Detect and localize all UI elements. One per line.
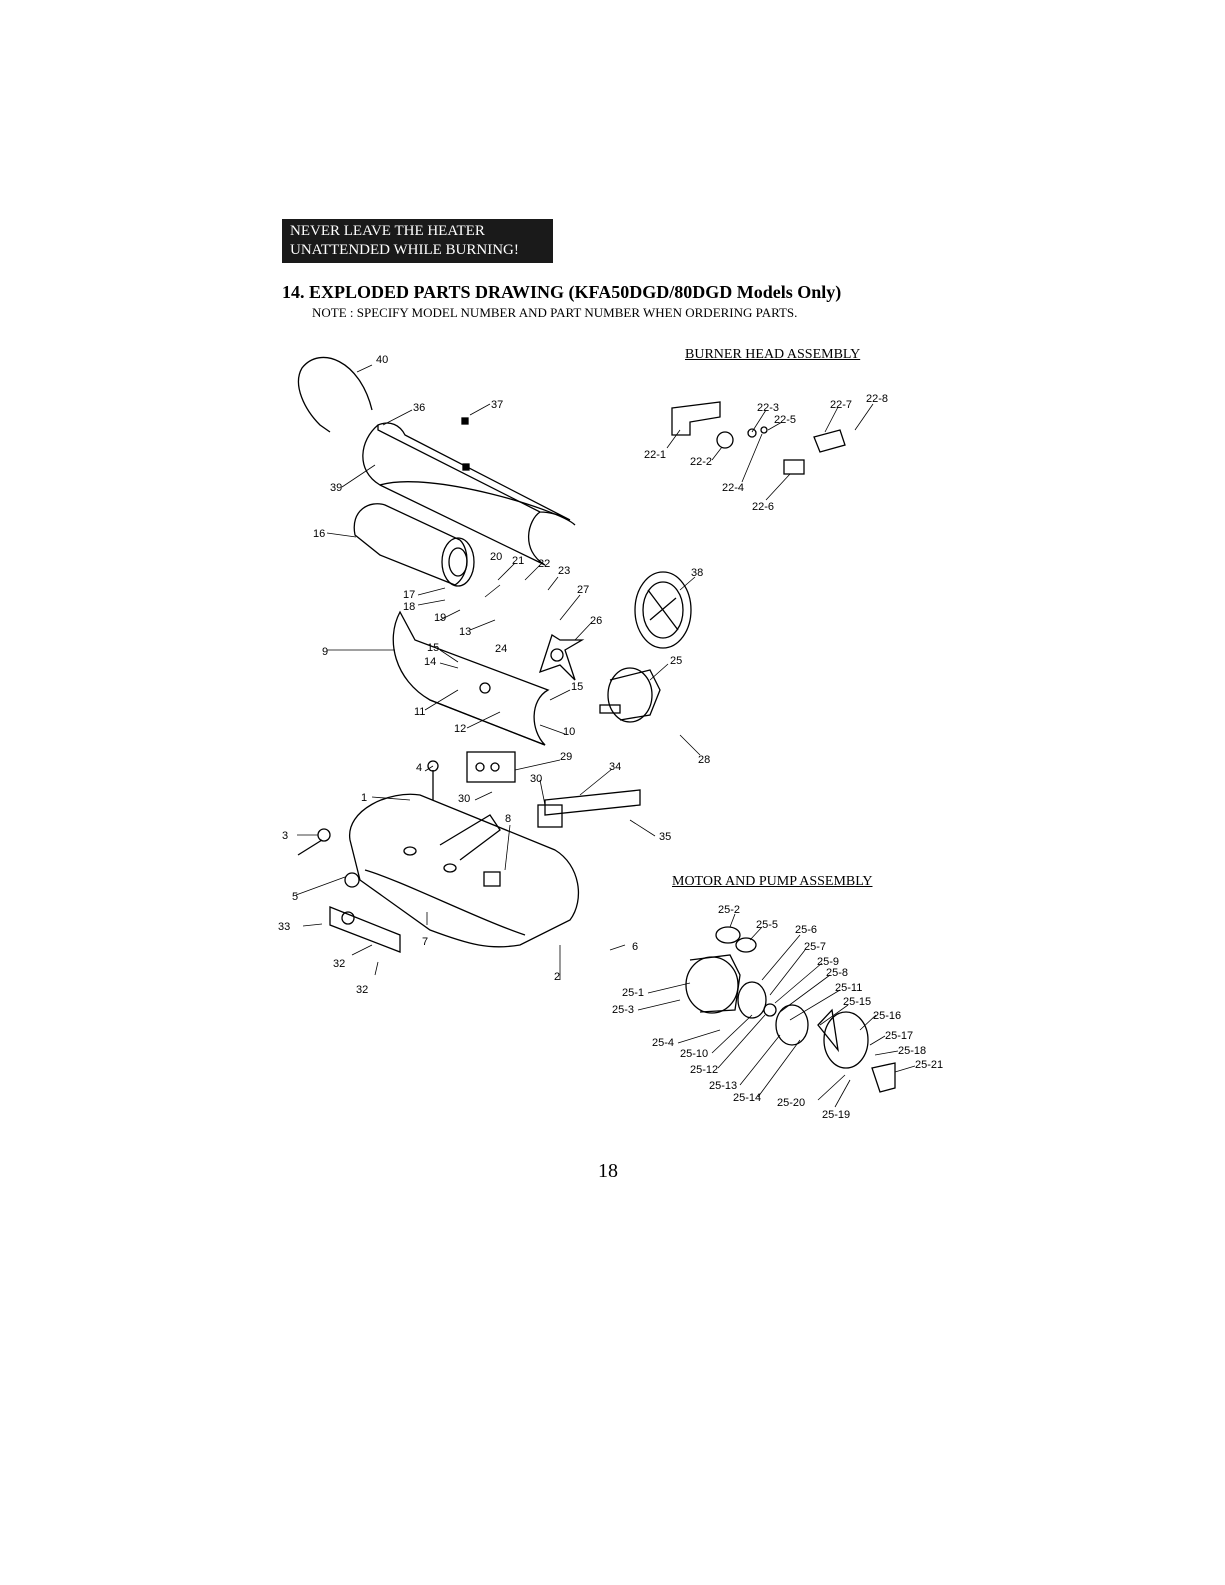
callout-36: 35 xyxy=(659,831,671,843)
callout-22-3: 22-3 xyxy=(757,402,779,414)
motor-pump-assembly-title: MOTOR AND PUMP ASSEMBLY xyxy=(672,874,873,889)
callout-19: 19 xyxy=(434,612,446,624)
callout-21: 21 xyxy=(512,555,524,567)
motor-pump-callout-numbers: 25-2 25-5 25-6 25-7 25-9 25-8 25-1 25-11… xyxy=(612,904,943,1121)
callout-7: 7 xyxy=(422,936,428,948)
callout-25-6: 25-6 xyxy=(795,924,817,936)
callout-41: 40 xyxy=(376,354,388,366)
callout-25-19: 25-19 xyxy=(822,1109,850,1121)
callout-25-11: 25-11 xyxy=(835,982,862,994)
callout-15a: 15 xyxy=(427,642,439,654)
callout-1: 1 xyxy=(361,792,367,804)
callout-22: 22 xyxy=(538,558,550,570)
callout-25-5: 25-5 xyxy=(756,919,778,931)
page-number: 18 xyxy=(598,1160,618,1182)
callout-14: 14 xyxy=(424,656,436,668)
callout-25-4: 25-4 xyxy=(652,1037,674,1049)
callout-37: 36 xyxy=(413,402,425,414)
callout-labels xyxy=(295,364,916,1108)
callout-10: 10 xyxy=(563,726,575,738)
callout-3: 3 xyxy=(282,830,288,842)
callout-25-14: 25-14 xyxy=(733,1092,761,1104)
warning-line-1: NEVER LEAVE THE HEATER xyxy=(290,223,485,239)
callout-12: 12 xyxy=(454,723,466,735)
callout-25-10: 25-10 xyxy=(680,1048,708,1060)
callout-38: 37 xyxy=(491,399,503,411)
callout-23: 23 xyxy=(558,565,570,577)
callout-5: 5 xyxy=(292,891,298,903)
callout-35: 34 xyxy=(609,761,621,773)
callout-25-15: 25-15 xyxy=(843,996,871,1008)
callout-25-2: 25-2 xyxy=(718,904,740,916)
burner-head-assembly-title: BURNER HEAD ASSEMBLY xyxy=(685,347,861,362)
ordering-note: NOTE : SPECIFY MODEL NUMBER AND PART NUM… xyxy=(312,305,798,320)
callout-40: 39 xyxy=(330,482,342,494)
callout-25-7: 25-7 xyxy=(804,941,826,953)
callout-25-18: 25-18 xyxy=(898,1045,926,1057)
callout-34: 33 xyxy=(278,921,290,933)
callout-16: 16 xyxy=(313,528,325,540)
callout-27: 27 xyxy=(577,584,589,596)
callout-22-7: 22-7 xyxy=(830,399,852,411)
callout-22-1: 22-1 xyxy=(644,449,666,461)
main-callout-numbers: 40 36 37 39 16 20 21 22 23 17 18 19 27 3… xyxy=(278,354,710,996)
callout-22-5: 22-5 xyxy=(774,414,796,426)
callout-22-8: 22-8 xyxy=(866,393,888,405)
callout-2: 2 xyxy=(554,971,560,983)
callout-29: 29 xyxy=(560,751,572,763)
callout-11: 11 xyxy=(414,706,425,718)
warning-box: NEVER LEAVE THE HEATER UNATTENDED WHILE … xyxy=(282,219,553,263)
callout-33: 32 xyxy=(356,984,368,996)
callout-28: 28 xyxy=(698,754,710,766)
handle-wire xyxy=(297,356,373,433)
callout-25-9: 25-9 xyxy=(817,956,839,968)
callout-25-17: 25-17 xyxy=(885,1030,913,1042)
callout-13: 13 xyxy=(459,626,471,638)
callout-22-6: 22-6 xyxy=(752,501,774,513)
callout-6: 6 xyxy=(632,941,638,953)
callout-25-21: 25-21 xyxy=(915,1059,943,1071)
callout-25: 25 xyxy=(670,655,682,667)
callout-17: 17 xyxy=(403,589,415,601)
callout-22-2: 22-2 xyxy=(690,456,712,468)
callout-26: 26 xyxy=(590,615,602,627)
callout-39: 38 xyxy=(691,567,703,579)
callout-25-16: 25-16 xyxy=(873,1010,901,1022)
callout-25-20: 25-20 xyxy=(777,1097,805,1109)
callout-9: 9 xyxy=(322,646,328,658)
burner-head-callout-numbers: 22-1 22-2 22-3 22-4 22-5 22-6 22-7 22-8 xyxy=(644,393,888,513)
callout-22-4: 22-4 xyxy=(722,482,744,494)
main-assembly-drawing xyxy=(297,356,896,1093)
callout-25-3: 25-3 xyxy=(612,1004,634,1016)
callout-25-13: 25-13 xyxy=(709,1080,737,1092)
warning-line-2: UNATTENDED WHILE BURNING! xyxy=(290,242,519,258)
callout-32: 32 xyxy=(333,958,345,970)
callout-8: 8 xyxy=(505,813,511,825)
callout-20: 20 xyxy=(490,551,502,563)
callout-25-12: 25-12 xyxy=(690,1064,718,1076)
callout-24: 24 xyxy=(495,643,507,655)
callout-15b: 15 xyxy=(571,681,583,693)
callout-30: 30 xyxy=(458,793,470,805)
callout-4: 4 xyxy=(416,762,422,774)
callout-25-8: 25-8 xyxy=(826,967,848,979)
section-title: 14. EXPLODED PARTS DRAWING (KFA50DGD/80D… xyxy=(282,282,842,302)
callout-25-1: 25-1 xyxy=(622,987,644,999)
callout-18: 18 xyxy=(403,601,415,613)
callout-31: 30 xyxy=(530,773,542,785)
